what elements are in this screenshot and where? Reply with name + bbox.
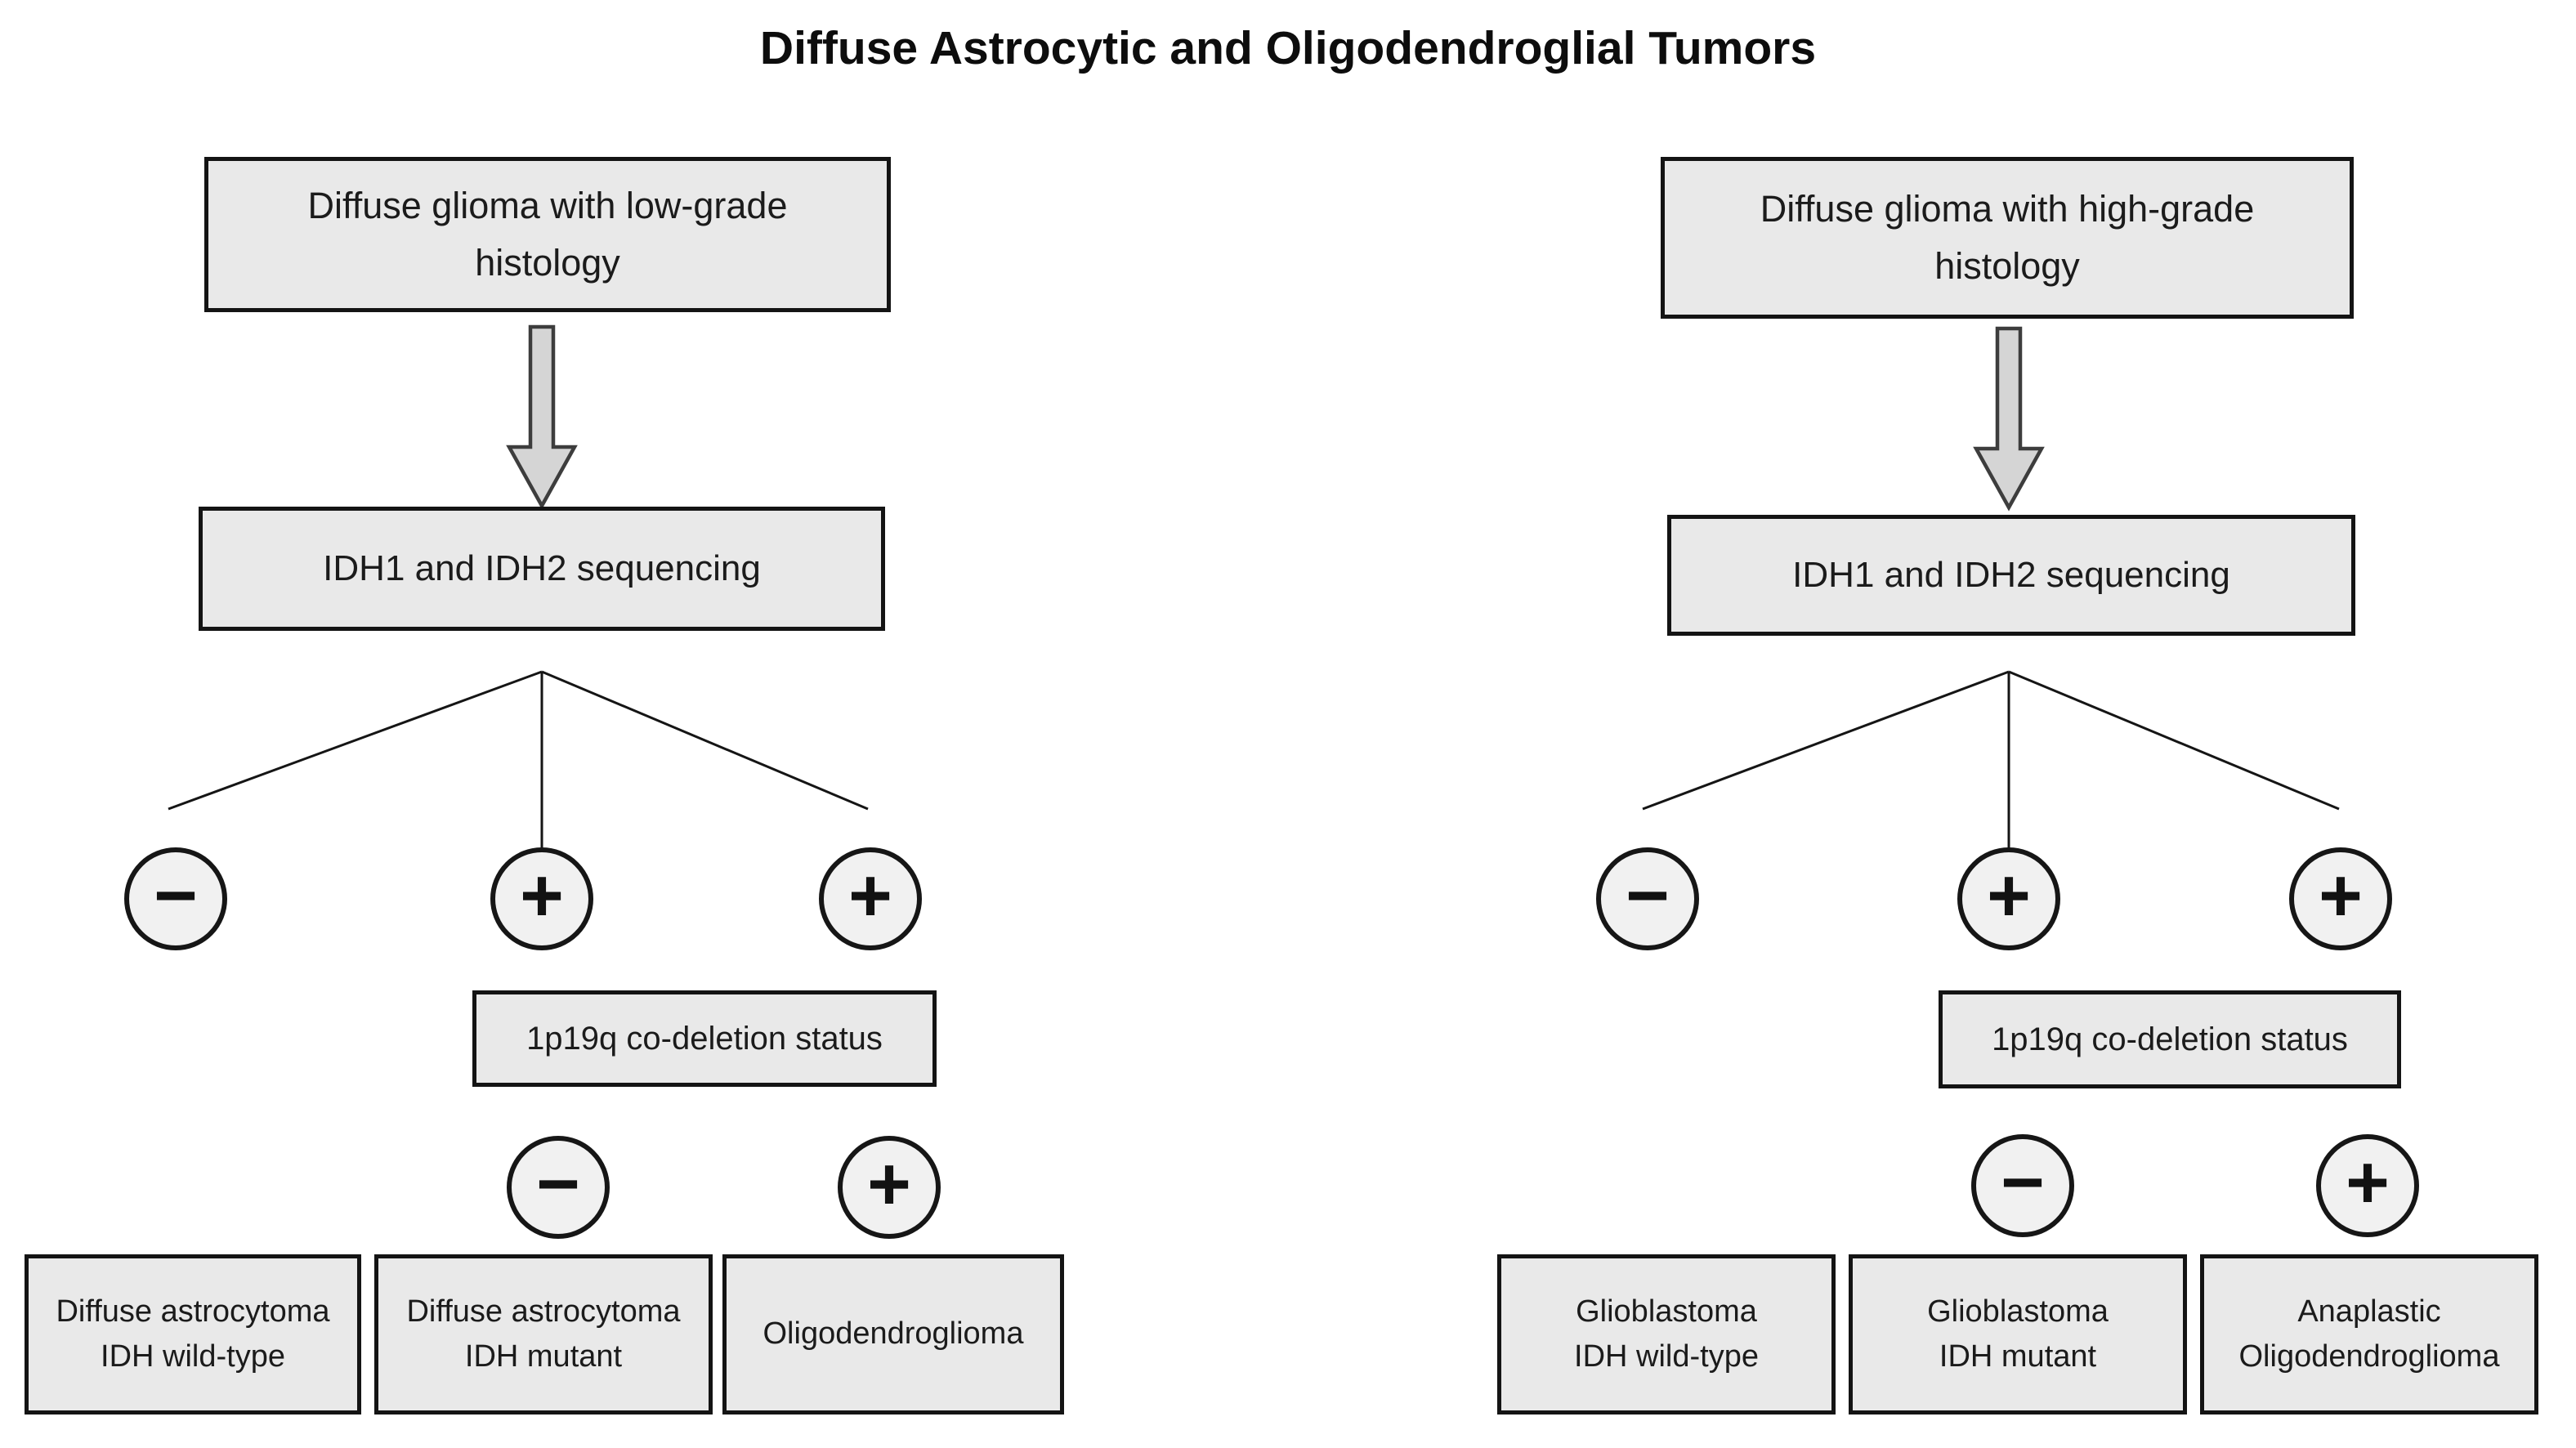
result-circle-codeletion-negative: −: [1971, 1134, 2074, 1237]
page-title: Diffuse Astrocytic and Oligodendroglial …: [759, 22, 1817, 74]
minus-icon: −: [1626, 854, 1670, 937]
result-circle-codeletion-positive: +: [2316, 1134, 2419, 1237]
result-circle-codeletion-positive: +: [838, 1136, 941, 1239]
minus-icon: −: [154, 854, 198, 937]
result-circle-idh-positive: +: [1957, 847, 2060, 950]
result-circle-codeletion-negative: −: [507, 1136, 610, 1239]
plus-icon: +: [520, 854, 564, 937]
result-circle-idh-positive: +: [2289, 847, 2392, 950]
plus-icon: +: [2346, 1141, 2390, 1224]
node-codeletion-status-right: 1p19q co-deletion status: [1939, 990, 2401, 1088]
branch-line: [541, 670, 869, 811]
plus-icon: +: [2319, 854, 2363, 937]
down-arrow-icon: [1973, 326, 2045, 512]
minus-icon: −: [2001, 1141, 2045, 1224]
node-low-grade-histology: Diffuse glioma with low-grade histology: [204, 157, 891, 312]
result-circle-idh-negative: −: [124, 847, 227, 950]
node-oligodendroglioma: Oligodendroglioma: [722, 1254, 1064, 1414]
plus-icon: +: [1987, 854, 2031, 937]
node-glioblastoma-wild-type: Glioblastoma IDH wild-type: [1497, 1254, 1836, 1414]
node-idh-sequencing-right: IDH1 and IDH2 sequencing: [1667, 515, 2355, 636]
node-high-grade-histology: Diffuse glioma with high-grade histology: [1661, 157, 2354, 319]
branch-line: [1642, 670, 2010, 811]
node-diffuse-astrocytoma-mutant: Diffuse astrocytoma IDH mutant: [374, 1254, 713, 1414]
node-anaplastic-oligodendroglioma: Anaplastic Oligodendroglioma: [2200, 1254, 2538, 1414]
down-arrow-icon: [506, 324, 578, 510]
node-glioblastoma-mutant: Glioblastoma IDH mutant: [1849, 1254, 2187, 1414]
branch-line: [168, 670, 543, 811]
result-circle-idh-negative: −: [1596, 847, 1699, 950]
result-circle-idh-positive: +: [490, 847, 593, 950]
branch-line: [2008, 670, 2340, 811]
minus-icon: −: [536, 1142, 580, 1226]
plus-icon: +: [867, 1142, 911, 1226]
plus-icon: +: [848, 854, 892, 937]
node-idh-sequencing-left: IDH1 and IDH2 sequencing: [199, 507, 885, 631]
node-codeletion-status-left: 1p19q co-deletion status: [472, 990, 937, 1087]
node-diffuse-astrocytoma-wild-type: Diffuse astrocytoma IDH wild-type: [25, 1254, 361, 1414]
result-circle-idh-positive: +: [819, 847, 922, 950]
